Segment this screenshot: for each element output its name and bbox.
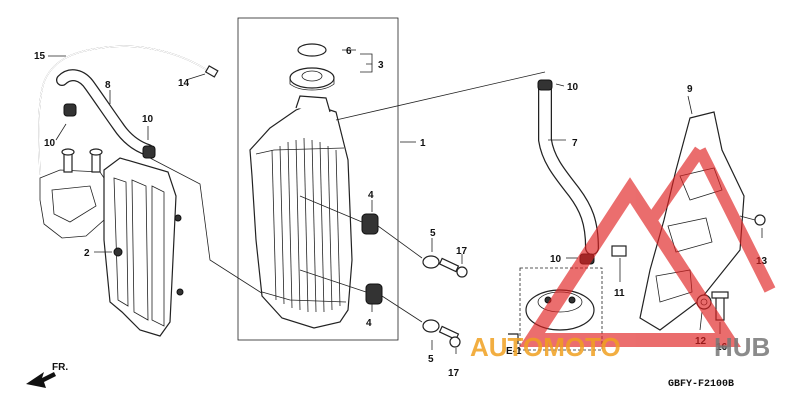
watermark-text-primary: AUTOMOTO: [470, 332, 621, 362]
watermark-text-secondary: HUB: [714, 332, 770, 362]
part-number-5: 5: [430, 228, 436, 239]
watermark-logo: [519, 146, 776, 347]
part-number-1: 1: [420, 138, 426, 149]
front-arrow: [26, 372, 56, 388]
leader-line: [149, 157, 283, 307]
bolt: [438, 325, 461, 348]
screw: [754, 214, 766, 226]
radiator-grommet: [361, 213, 379, 235]
part-number-11: 11: [614, 288, 625, 299]
part-number-16: 16: [716, 342, 728, 353]
part-number-4: 4: [366, 318, 372, 329]
hose-clamp: [63, 103, 77, 117]
front-label: FR.: [52, 362, 68, 373]
part-number-9: 9: [687, 84, 693, 95]
radiator-guard-left: [103, 157, 177, 337]
detail-box: [519, 267, 603, 351]
part-number-2: 2: [84, 248, 90, 259]
radiator-assembly-box: [237, 17, 399, 341]
part-number-8: 8: [105, 80, 111, 91]
part-number-3: 3: [378, 60, 384, 71]
bolt: [438, 257, 468, 278]
diagram-code: GBFY-F2100B: [668, 379, 734, 390]
engine-outline: [39, 169, 113, 239]
collar: [422, 255, 440, 269]
breather-clip: [204, 65, 219, 78]
part-number-17: 17: [456, 246, 468, 257]
part-number-15: 15: [34, 51, 46, 62]
hose-clip: [611, 245, 627, 257]
part-number-17: 17: [448, 368, 460, 379]
part-number-10: 10: [142, 114, 154, 125]
part-number-10: 10: [567, 82, 579, 93]
part-number-5: 5: [428, 354, 434, 365]
part-number-7: 7: [572, 138, 578, 149]
part-number-10: 10: [44, 138, 56, 149]
radiator-grommet: [365, 283, 383, 305]
part-number-4: 4: [368, 190, 374, 201]
radiator-body: [249, 103, 353, 329]
hose-clamp: [142, 145, 156, 159]
part-number-14: 14: [178, 78, 190, 89]
collar: [422, 319, 440, 333]
part-number-10: 10: [550, 254, 562, 265]
reference-marker: E-1: [506, 346, 522, 357]
cap-seal: [297, 43, 327, 57]
hose-clamp: [537, 79, 553, 91]
part-number-6: 6: [346, 46, 352, 57]
